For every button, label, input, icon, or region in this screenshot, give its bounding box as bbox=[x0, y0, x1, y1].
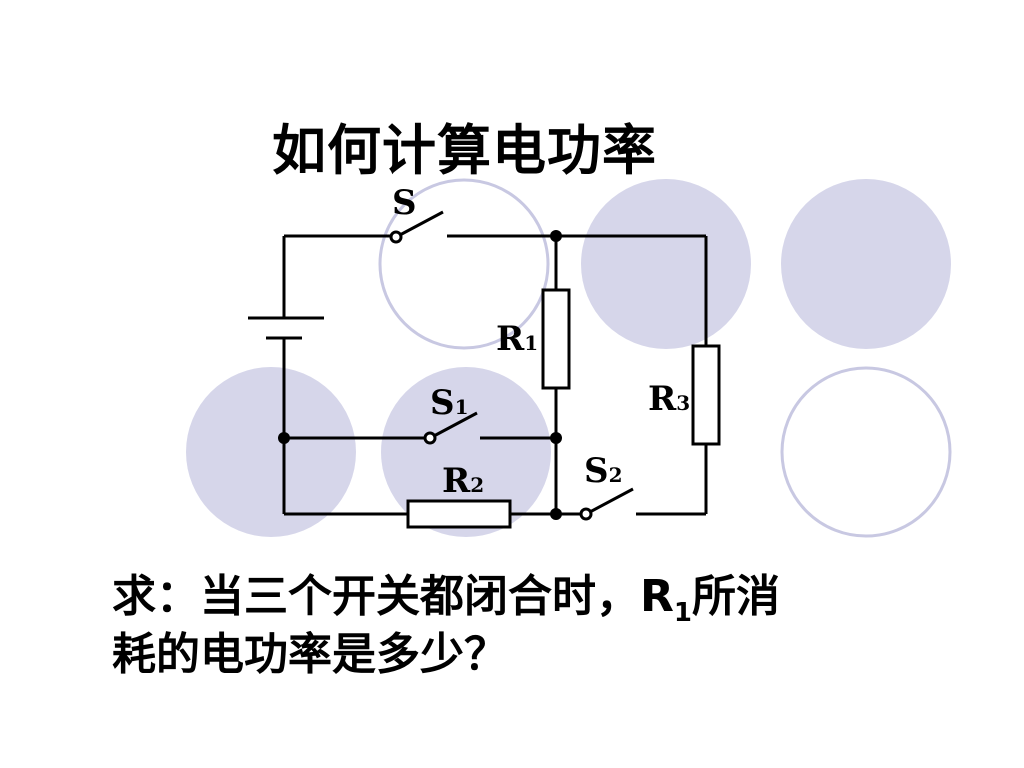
question-subscript: 1 bbox=[673, 598, 692, 628]
deco-circle-filled bbox=[186, 367, 356, 537]
deco-circle-filled bbox=[581, 179, 751, 349]
deco-circle-filled bbox=[381, 367, 551, 537]
deco-circle-filled bbox=[781, 179, 951, 349]
label-resistor-r3: R3 bbox=[648, 379, 690, 419]
label-switch-s: S bbox=[392, 183, 417, 223]
battery-symbol bbox=[248, 316, 324, 340]
junction-dot bbox=[550, 230, 562, 242]
junction-dot bbox=[550, 432, 562, 444]
question-line-1: 求：当三个开关都闭合时，R1所消 bbox=[112, 568, 932, 626]
junction-dot bbox=[278, 432, 290, 444]
slide-title: 如何计算电功率 bbox=[272, 119, 657, 182]
resistor-r2-body bbox=[406, 499, 512, 529]
resistor-r3-body bbox=[691, 344, 721, 446]
question-line-1-end: 所消 bbox=[691, 571, 780, 622]
deco-circle-outline bbox=[780, 366, 952, 538]
label-switch-s1: S1 bbox=[430, 383, 468, 423]
question-line-2: 耗的电功率是多少？ bbox=[112, 629, 508, 680]
junction-dot bbox=[550, 508, 562, 520]
junction-dots bbox=[278, 230, 562, 520]
switch-s-symbol bbox=[389, 210, 444, 244]
switch-s1-symbol bbox=[423, 411, 478, 445]
wires bbox=[282, 234, 708, 516]
deco-circle-outline bbox=[378, 178, 550, 350]
label-resistor-r2: R2 bbox=[442, 461, 484, 501]
question-line-1-start: 求：当三个开关都闭合时，R bbox=[112, 571, 674, 622]
switch-s2-symbol bbox=[579, 487, 634, 521]
label-resistor-r1: R1 bbox=[496, 319, 538, 359]
question-text: 求：当三个开关都闭合时，R1所消 耗的电功率是多少？ bbox=[112, 568, 932, 684]
background-circles bbox=[186, 178, 952, 538]
resistor-r1-body bbox=[541, 288, 571, 390]
label-switch-s2: S2 bbox=[584, 451, 622, 491]
